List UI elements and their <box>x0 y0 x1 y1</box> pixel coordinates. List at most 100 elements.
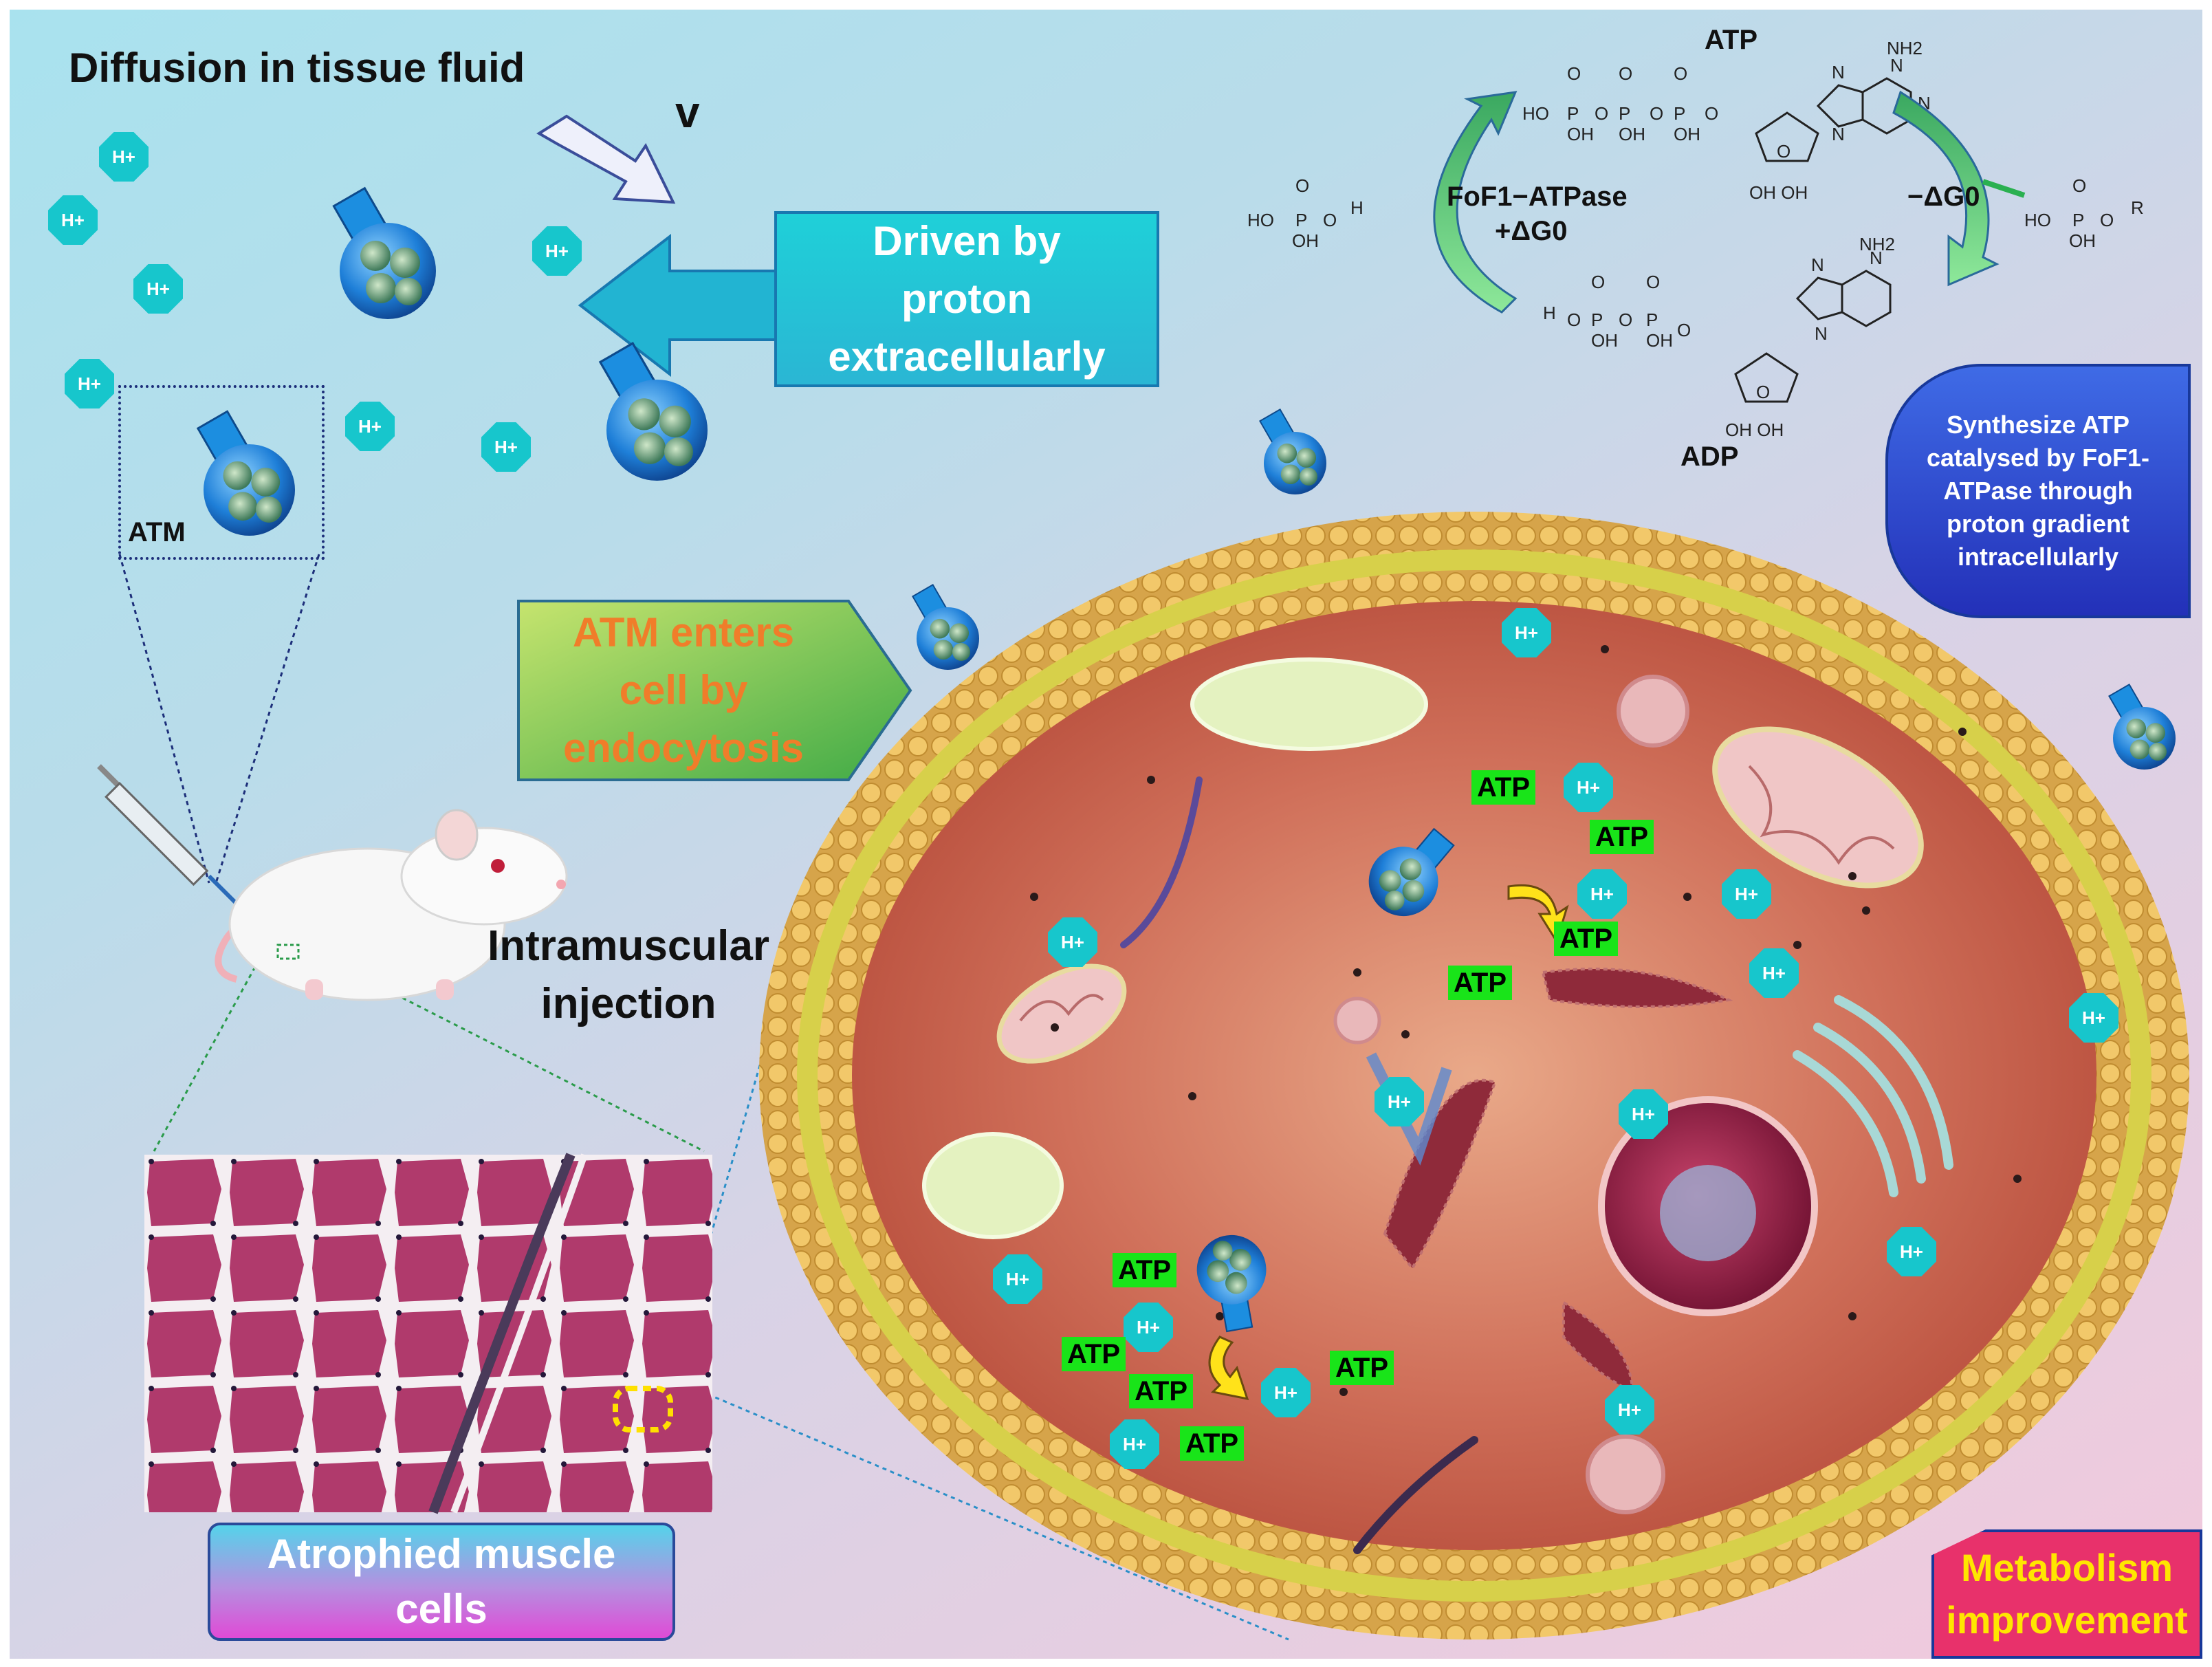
svg-text:N: N <box>1811 254 1824 275</box>
fof1-atpase-label: FoF1−ATPase <box>1447 182 1628 212</box>
svg-text:O: O <box>1674 63 1687 84</box>
plus-dg-label: +ΔG0 <box>1495 216 1568 246</box>
svg-text:H: H <box>1350 197 1364 218</box>
atm-zoom-box <box>118 385 325 560</box>
intramuscular-label: Intramuscular injection <box>463 917 793 1033</box>
atm-label: ATM <box>128 517 186 547</box>
svg-text:OH: OH <box>1567 124 1594 144</box>
svg-text:O: O <box>1595 103 1608 124</box>
nucleus-icon <box>1598 1096 1818 1316</box>
proton-icon: H+ <box>1749 948 1799 998</box>
proton-icon: H+ <box>133 264 183 314</box>
velocity-label: v <box>675 87 700 137</box>
synthesize-box: Synthesize ATP catalysed by FoF1-ATPase … <box>1885 364 2191 618</box>
svg-text:O: O <box>1591 272 1605 292</box>
svg-text:O: O <box>1646 272 1660 292</box>
driven-label: Driven by proton extracellularly <box>828 218 1106 380</box>
svg-text:O: O <box>2100 210 2114 230</box>
atm-enters-label: ATM enters cell by endocytosis <box>562 609 804 771</box>
mitochondrion-icon <box>996 963 1127 1064</box>
atp-tag: ATP <box>1180 1426 1245 1461</box>
svg-text:O: O <box>1650 103 1663 124</box>
svg-text:OH: OH <box>1646 330 1673 351</box>
svg-text:O: O <box>1677 320 1691 340</box>
driven-box: Driven by proton extracellularly <box>774 211 1159 387</box>
svg-text:OH: OH <box>1619 124 1645 144</box>
svg-text:P: P <box>1619 103 1630 124</box>
atp-tag: ATP <box>1448 966 1513 1000</box>
svg-text:O: O <box>1619 309 1632 330</box>
svg-text:O: O <box>2072 175 2086 196</box>
atp-tag: ATP <box>1129 1374 1194 1408</box>
diffusion-title: Diffusion in tissue fluid <box>69 45 525 91</box>
atrophied-label: Atrophied muscle cells <box>267 1531 616 1632</box>
proton-icon: H+ <box>1577 869 1627 919</box>
atp-release-arrow-icon <box>1208 1336 1249 1400</box>
svg-text:P: P <box>2072 210 2084 230</box>
atp-tag: ATP <box>1062 1337 1126 1371</box>
proton-icon: H+ <box>1887 1227 1936 1276</box>
proton-icon: H+ <box>993 1254 1042 1304</box>
svg-text:R: R <box>2131 197 2144 218</box>
proton-icon: H+ <box>345 402 395 451</box>
rat-icon <box>215 809 568 1001</box>
svg-text:HO: HO <box>1522 103 1549 124</box>
svg-text:HO: HO <box>1247 210 1274 230</box>
proton-icon: H+ <box>99 132 149 182</box>
proton-icon: H+ <box>1124 1303 1173 1352</box>
proton-icon: H+ <box>1619 1089 1668 1139</box>
svg-text:O: O <box>1619 63 1632 84</box>
mitochondrion-icon <box>1712 726 1924 889</box>
svg-text:N: N <box>1890 55 1903 76</box>
svg-text:O: O <box>1705 103 1718 124</box>
svg-text:O: O <box>1756 382 1770 402</box>
metabolism-label: Metabolism improvement <box>1946 1546 2188 1642</box>
proton-icon: H+ <box>1605 1385 1654 1435</box>
svg-text:H: H <box>1543 303 1556 323</box>
svg-text:O: O <box>1295 175 1309 196</box>
metabolism-box: Metabolism improvement <box>1931 1529 2202 1659</box>
svg-text:N: N <box>1870 248 1883 268</box>
svg-text:O: O <box>1323 210 1337 230</box>
minus-dg-label: −ΔG0 <box>1907 182 1980 212</box>
svg-text:P: P <box>1295 210 1307 230</box>
figure-canvas: Diffusion in tissue fluid v Driven by pr… <box>10 10 2202 1659</box>
proton-icon: H+ <box>481 422 531 472</box>
svg-text:P: P <box>1646 309 1658 330</box>
atp-tag: ATP <box>1554 922 1619 956</box>
proton-icon: H+ <box>1722 869 1771 919</box>
proton-icon: H+ <box>65 359 114 408</box>
intramuscular-text: Intramuscular injection <box>487 922 770 1027</box>
proton-icon: H+ <box>1261 1368 1311 1417</box>
atm-enters-arrow-box <box>517 600 912 781</box>
svg-text:OH OH: OH OH <box>1749 182 1808 203</box>
synthesis-cycle-arrows <box>1433 90 2026 314</box>
svg-text:N: N <box>1815 323 1828 344</box>
svg-text:P: P <box>1674 103 1685 124</box>
svg-text:OH: OH <box>1674 124 1700 144</box>
atp-title: ATP <box>1705 25 1758 55</box>
atp-tag: ATP <box>1330 1351 1394 1385</box>
proton-icon: H+ <box>1502 608 1551 657</box>
synthesize-label: Synthesize ATP catalysed by FoF1-ATPase … <box>1926 411 2150 571</box>
svg-text:N: N <box>1832 124 1845 144</box>
svg-text:OH: OH <box>2069 230 2096 251</box>
zoom-lines <box>118 554 1289 1641</box>
golgi-icon <box>1793 995 1953 1197</box>
driven-arrow-icon <box>578 233 788 378</box>
svg-text:OH: OH <box>1591 330 1618 351</box>
adp-title: ADP <box>1680 442 1739 472</box>
muscle-histology-image <box>144 1153 712 1514</box>
svg-text:HO: HO <box>2024 210 2051 230</box>
atm-enters-text-wrap: ATM enters cell by endocytosis <box>518 601 848 780</box>
svg-text:P: P <box>1591 309 1603 330</box>
svg-text:P: P <box>1567 103 1579 124</box>
atrophied-box: Atrophied muscle cells <box>208 1523 675 1641</box>
svg-text:O: O <box>1567 63 1581 84</box>
proton-icon: H+ <box>48 195 98 245</box>
svg-text:NH2: NH2 <box>1859 234 1895 254</box>
atp-tag: ATP <box>1113 1253 1177 1287</box>
